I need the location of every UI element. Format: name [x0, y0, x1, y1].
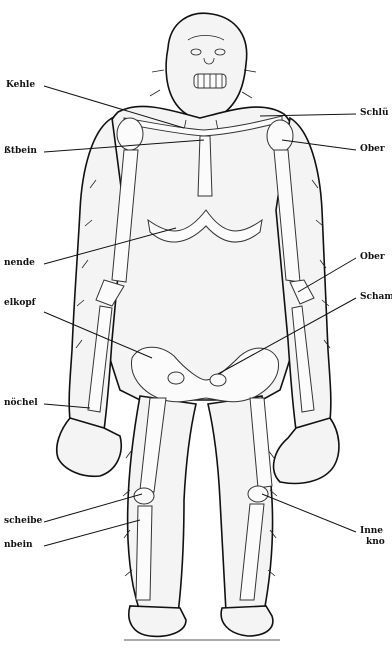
label-knoechel: nöchel: [4, 398, 38, 409]
label-schienbein: nbein: [4, 540, 33, 551]
leader-innerer-knoechel: [262, 494, 356, 532]
label-oberarm-kopf: Ober: [360, 144, 385, 155]
label-kniescheibe: scheibe: [4, 516, 42, 527]
label-rippenende: nende: [4, 258, 35, 269]
label-kehle: Kehle: [6, 80, 35, 91]
label-schluesselbein: Schlü: [360, 108, 389, 119]
label-innerer-knoechel-1: Inne: [360, 526, 383, 537]
label-schambein: Scham: [360, 292, 392, 303]
label-innerer-knoechel-2: kno: [366, 537, 385, 548]
label-brustbein: ßtbein: [4, 146, 37, 157]
leader-schienbein: [44, 520, 140, 546]
label-gelenkkopf: elkopf: [4, 298, 36, 309]
label-oberarm-knochen: Ober: [360, 252, 385, 263]
